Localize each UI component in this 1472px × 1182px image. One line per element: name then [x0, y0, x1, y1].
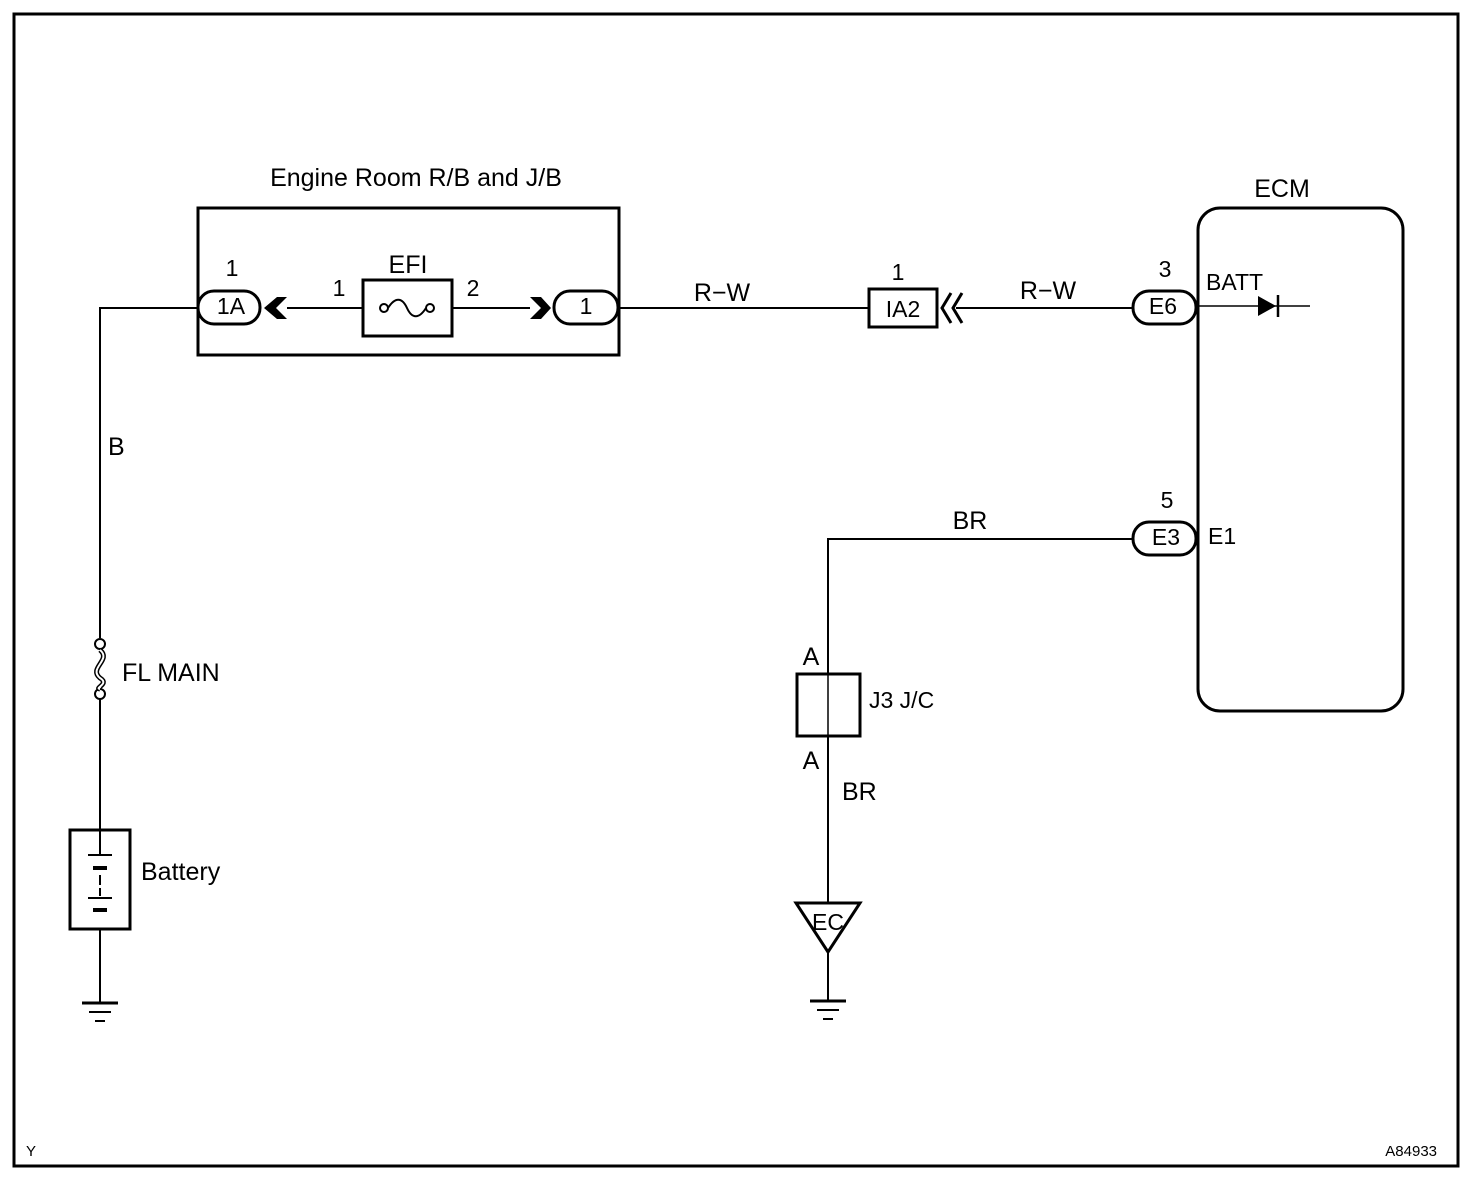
connector-out-label: 1 [580, 293, 593, 319]
ecm-batt-pin: 3 [1159, 256, 1172, 282]
fuse-pin-in: 1 [333, 275, 346, 301]
corner-label-left: Y [26, 1143, 36, 1160]
inline-connector-pin: 1 [892, 259, 905, 285]
ground-icon [82, 1001, 118, 1022]
fuse-pin-out: 2 [467, 275, 480, 301]
inline-connector-label: IA2 [886, 296, 921, 322]
diode-icon [1258, 295, 1280, 317]
ecm-title: ECM [1254, 175, 1310, 203]
junction-label: J3 J/C [869, 687, 934, 713]
battery-label: Battery [141, 858, 221, 886]
wire-br-top-label: BR [953, 507, 988, 535]
ground-point-ec [793, 901, 863, 955]
ecm-connector-e3-label: E3 [1152, 524, 1180, 550]
inline-connector-chevrons [940, 292, 964, 324]
ecm-box [1196, 206, 1405, 713]
ecm-gnd-pin: 5 [1161, 487, 1174, 513]
diagram-frame [12, 12, 1460, 1168]
ground-icon [810, 999, 846, 1020]
connector-arrow-left [264, 297, 287, 319]
junction-pin-top: A [803, 643, 820, 671]
relay-block-title: Engine Room R/B and J/B [270, 164, 562, 192]
figure-code: A84933 [1385, 1143, 1437, 1160]
relay-block: Engine Room R/B and J/B 1A 1 EFI 1 2 1 [196, 164, 621, 357]
fusible-link-label: FL MAIN [122, 659, 220, 687]
wire-br-top [827, 538, 1133, 674]
relay-block-box [196, 206, 621, 357]
ecm: ECM 3 E6 BATT 5 E3 E1 [1131, 175, 1405, 713]
wire-b [99, 307, 198, 638]
ecm-connector-e6-label: E6 [1149, 293, 1177, 319]
connector-1a-pin: 1 [226, 255, 239, 281]
ecm-batt-terminal: BATT [1206, 269, 1263, 295]
wire-b-label: B [108, 433, 125, 461]
inline-connector-ia2 [867, 287, 939, 329]
connector-arrow-right [530, 297, 551, 319]
battery-icon [68, 828, 132, 931]
fuse-icon [361, 278, 454, 338]
fuse-label: EFI [389, 251, 428, 279]
ecm-gnd-terminal: E1 [1208, 523, 1236, 549]
ecm-connector-e6 [1131, 289, 1198, 326]
fusible-link-icon [94, 638, 106, 700]
wire-rw-right-label: R−W [1020, 277, 1077, 305]
wire-br-bottom-label: BR [842, 778, 877, 806]
connector-1a-label: 1A [217, 293, 246, 319]
wire-rw-left-label: R−W [694, 279, 751, 307]
ground-point-label: EC [812, 909, 844, 935]
junction-pin-bottom: A [803, 747, 820, 775]
